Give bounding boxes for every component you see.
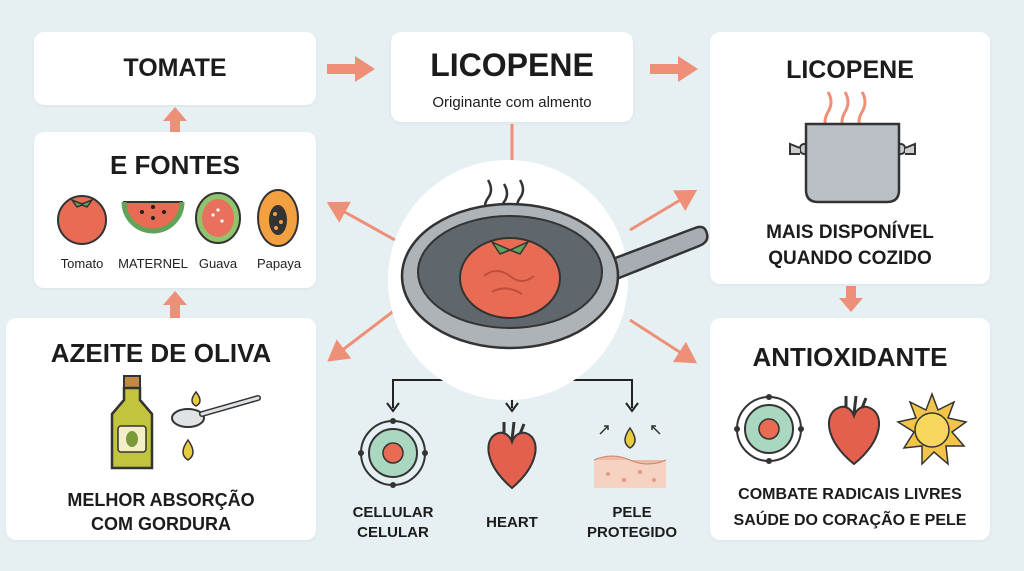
fontes-title: E FONTES bbox=[109, 150, 240, 180]
olive-oil-bottle-icon bbox=[110, 375, 154, 470]
licopene-right-line1: MAIS DISPONÍVEL bbox=[766, 222, 934, 243]
benefit-cell-line2: CELULAR bbox=[357, 524, 429, 541]
licopene-right-title: LICOPENE bbox=[786, 56, 914, 84]
benefit-skin-icon bbox=[593, 425, 667, 488]
benefit-cell-line1: CELLULAR bbox=[352, 504, 434, 521]
antioxidante-title: ANTIOXIDANTE bbox=[752, 342, 948, 372]
fontes-label-3: Papaya bbox=[256, 256, 302, 271]
antioxidante-line2: SAÚDE DO CORAÇÃO E PELE bbox=[733, 512, 967, 529]
fontes-label-0: Tomato bbox=[60, 256, 104, 271]
arrow-licopene-to-right bbox=[650, 56, 698, 82]
card-azeite: AZEITE DE OLIVA MELHOR ABSORÇÃO COM GORD… bbox=[6, 318, 316, 540]
benefit-heart-line1: HEART bbox=[486, 514, 538, 531]
arrow-licopene-to-antioxidante bbox=[839, 286, 863, 312]
benefit-skin-line2: PROTEGIDO bbox=[586, 524, 677, 541]
spoon-oil-drop-icon bbox=[171, 390, 261, 461]
tomato-icon bbox=[57, 195, 107, 245]
azeite-line1: MELHOR ABSORÇÃO bbox=[67, 490, 255, 510]
fontes-label-2: Guava bbox=[198, 256, 238, 271]
heart-icon bbox=[828, 395, 880, 466]
arrow-center-to-antioxidante bbox=[629, 318, 698, 364]
arrow-center-to-licopene-right bbox=[629, 189, 698, 232]
card-tomate: TOMATE bbox=[34, 32, 316, 105]
frying-pan-icon bbox=[400, 179, 709, 350]
arrow-center-to-fontes bbox=[326, 201, 396, 242]
arrow-tomate-to-licopene bbox=[327, 56, 375, 82]
fontes-label-1: MATERNEL bbox=[118, 256, 188, 271]
tomate-title: TOMATE bbox=[123, 54, 227, 82]
card-fontes: E FONTES Tomato MATERNEL Guava Papaya bbox=[34, 132, 316, 288]
antioxidante-line1: COMBATE RADICAIS LIVRES bbox=[738, 486, 962, 503]
arrow-azeite-to-fontes bbox=[163, 291, 187, 318]
sun-icon bbox=[896, 391, 968, 466]
benefit-cell-icon bbox=[358, 418, 428, 488]
licopene-center-subtitle: Originante com almento bbox=[432, 94, 592, 111]
licopene-right-line2: QUANDO COZIDO bbox=[768, 248, 932, 269]
card-antioxidante: ANTIOXIDANTE COMBATE RADICAIS LIVRES SAÚ… bbox=[710, 318, 990, 540]
cell-icon bbox=[734, 394, 804, 464]
watermelon-icon bbox=[121, 201, 185, 234]
arrow-fontes-to-tomate bbox=[163, 107, 187, 133]
cooking-pot-icon bbox=[789, 91, 916, 204]
benefit-heart-icon bbox=[487, 421, 537, 490]
licopene-center-title: LICOPENE bbox=[430, 47, 594, 83]
benefit-skin-line1: PELE bbox=[612, 504, 652, 521]
arrow-center-to-azeite bbox=[327, 308, 396, 362]
card-licopene-center: LICOPENE Originante com almento bbox=[391, 32, 633, 122]
azeite-title: AZEITE DE OLIVA bbox=[50, 338, 272, 368]
azeite-line2: COM GORDURA bbox=[91, 514, 231, 534]
papaya-icon bbox=[257, 189, 299, 247]
card-licopene-right: LICOPENE MAIS DISPONÍVEL QUANDO COZIDO bbox=[710, 32, 990, 284]
guava-icon bbox=[195, 192, 241, 244]
